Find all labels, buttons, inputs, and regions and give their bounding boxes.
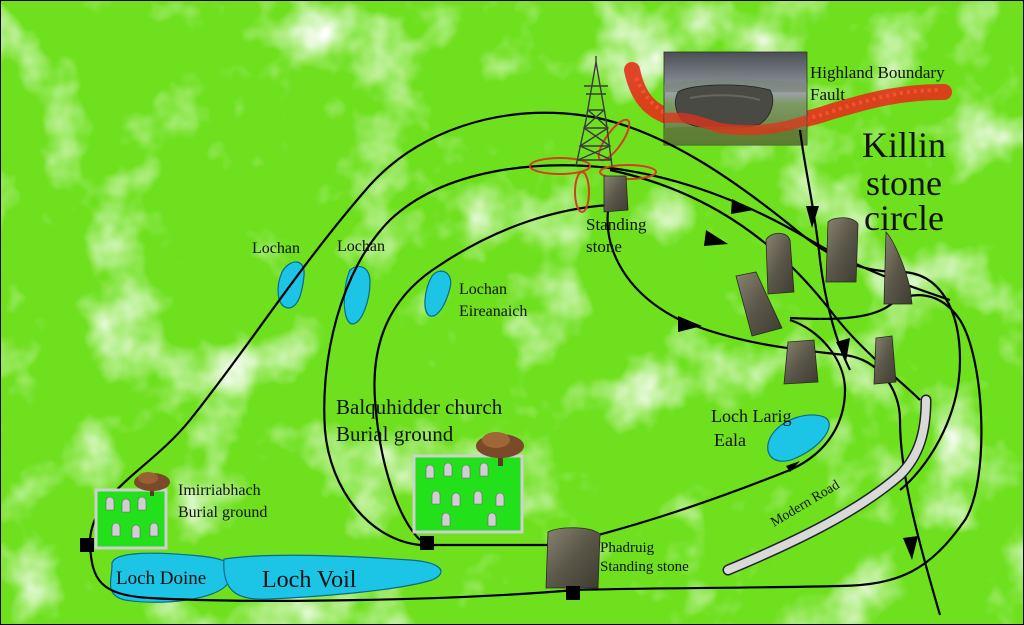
circle-stone-3 xyxy=(883,231,913,305)
tree-icon xyxy=(134,472,170,496)
label-lochan-b: Lochan xyxy=(337,238,385,255)
label-loch-larig-line2: Eala xyxy=(714,430,746,450)
label-phadruig-line1: Phadruig xyxy=(600,540,655,556)
circle-stone-6 xyxy=(873,335,897,385)
circle-stone-4 xyxy=(735,271,783,337)
lochan-eireanaich-water xyxy=(424,270,452,317)
phadruig-standing-stone xyxy=(545,527,601,589)
marker-square xyxy=(420,536,434,550)
arrowhead-icon xyxy=(903,536,918,560)
circle-stone-5 xyxy=(783,339,819,385)
map-title-line2: stone xyxy=(866,163,942,203)
label-standing-stone-line2: stone xyxy=(586,237,622,256)
label-highland-fault-line2: Fault xyxy=(810,85,845,104)
arrowhead-icon xyxy=(731,199,754,214)
label-loch-doine: Loch Doine xyxy=(116,568,206,589)
arrowhead-icon xyxy=(786,461,800,472)
water-bodies xyxy=(109,261,830,603)
marker-square xyxy=(566,586,580,600)
label-lochan-a: Lochan xyxy=(252,240,300,257)
arrowhead-icon xyxy=(806,206,819,228)
label-highland-fault-line1: Highland Boundary xyxy=(810,63,945,82)
tree-icon xyxy=(476,432,524,466)
arrowhead-icon xyxy=(704,230,728,246)
map-title-line1: Killin xyxy=(862,125,946,165)
circle-stone-1 xyxy=(765,232,795,295)
label-standing-stone-line1: Standing xyxy=(586,215,647,234)
route-inner-loop xyxy=(323,164,951,547)
loch-voil-water xyxy=(223,554,442,600)
highland-boundary-fault xyxy=(624,51,952,146)
direction-arrows xyxy=(678,199,918,560)
route-church-loop xyxy=(373,203,611,541)
routes xyxy=(88,111,983,616)
modern-road xyxy=(722,394,932,576)
label-loch-voil: Loch Voil xyxy=(262,567,357,593)
route-outer-loop xyxy=(88,111,962,602)
route-fault-drop xyxy=(798,129,851,371)
arrowhead-icon xyxy=(836,338,850,362)
standing-stone-north xyxy=(603,175,629,213)
route-markers xyxy=(80,536,580,600)
route-southeast xyxy=(574,294,983,592)
arrowhead-icon xyxy=(678,316,702,332)
map-title-line3: circle xyxy=(864,198,944,238)
circle-stone-2 xyxy=(825,217,859,283)
label-imirriabhach-line2: Burial ground xyxy=(178,504,267,521)
label-lochan-eireanaich-line1: Lochan xyxy=(459,281,507,298)
standing-stones xyxy=(545,175,913,589)
balquhidder-burial-ground xyxy=(412,432,524,534)
imirriabhach-burial-ground xyxy=(94,472,170,550)
electricity-pylon-icon xyxy=(529,56,657,213)
label-balquhidder-line1: Balquhidder church xyxy=(336,395,503,419)
label-lochan-eireanaich-line2: Eireanaich xyxy=(459,303,527,320)
label-balquhidder-line2: Burial ground xyxy=(336,422,454,446)
marker-square xyxy=(80,538,94,552)
label-phadruig-line2: Standing stone xyxy=(600,559,689,575)
loch-larig-eala-water xyxy=(767,414,830,462)
label-imirriabhach-line1: Imirriabhach xyxy=(178,482,261,499)
label-loch-larig-line1: Loch Larig xyxy=(711,406,791,426)
fault-photo xyxy=(663,51,809,146)
